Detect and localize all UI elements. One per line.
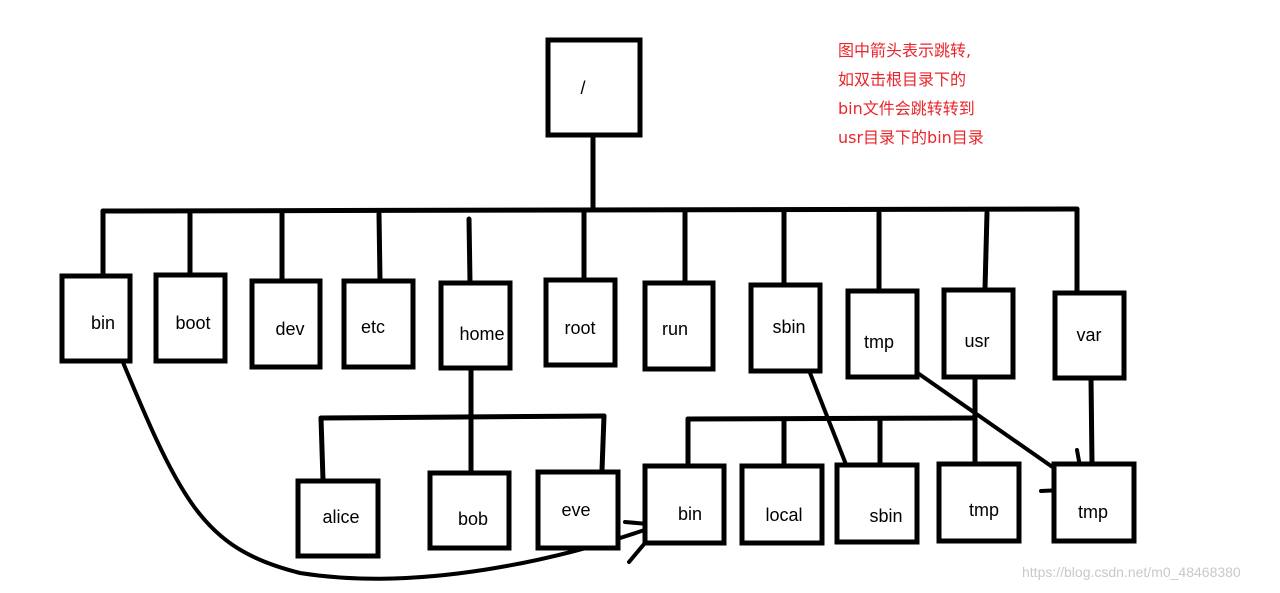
directory-boxes: / bin boot dev etc home root run sbin tmp usr var al…	[59, 37, 1137, 559]
dir-box-tmp	[845, 288, 920, 380]
dir-label-tmp: tmp	[864, 332, 894, 352]
dir-label-run: run	[662, 319, 688, 339]
dir-label-usr-sbin: sbin	[869, 506, 902, 526]
dir-label-usr-bin: bin	[678, 504, 702, 524]
dir-box-alice	[295, 478, 381, 559]
dir-label-var-tmp: tmp	[1078, 502, 1108, 522]
tree-connectors	[100, 133, 1095, 483]
dir-label-eve: eve	[561, 500, 590, 520]
annotation-note: 图中箭头表示跳转, 如双击根目录下的 bin文件会跳转转到 usr目录下的bin…	[838, 36, 984, 152]
dir-label-usr-tmp: tmp	[969, 500, 999, 520]
dir-box-sbin	[748, 282, 823, 374]
note-line-4: usr目录下的bin目录	[838, 128, 984, 147]
dir-label-bob: bob	[458, 509, 488, 529]
dir-box-bob	[427, 470, 512, 551]
dir-box-bin	[59, 273, 133, 364]
note-line-2: 如双击根目录下的	[838, 70, 967, 89]
watermark: https://blog.csdn.net/m0_48468380	[1022, 564, 1241, 580]
dir-label-sbin: sbin	[772, 317, 805, 337]
dir-box-dev	[249, 278, 323, 370]
note-line-3: bin文件会跳转转到	[838, 99, 975, 118]
dir-label-root: root	[564, 318, 595, 338]
dir-label-boot: boot	[175, 313, 210, 333]
dir-label-bin: bin	[91, 313, 115, 333]
dir-label-usr-local: local	[765, 505, 802, 525]
dir-box-var	[1052, 290, 1127, 381]
dir-box-usr-bin	[642, 463, 727, 546]
note-line-1: 图中箭头表示跳转,	[838, 41, 972, 60]
dir-box-boot	[153, 272, 228, 364]
dir-label-var: var	[1076, 325, 1101, 345]
dir-box-etc	[341, 278, 416, 370]
dir-box-home	[438, 280, 513, 371]
dir-label-usr: usr	[964, 331, 989, 351]
dir-box-eve	[535, 469, 621, 551]
dir-box-var-tmp	[1051, 461, 1137, 544]
dir-box-usr-sbin	[834, 462, 920, 545]
dir-label-etc: etc	[361, 317, 385, 337]
dir-label-home: home	[459, 324, 504, 344]
dir-box-usr	[941, 287, 1016, 380]
dir-label-alice: alice	[322, 507, 359, 527]
jump-arrow-bin	[110, 334, 658, 581]
dir-box-usr-local	[739, 463, 825, 546]
dir-label-root: /	[580, 78, 585, 98]
dir-label-dev: dev	[275, 319, 304, 339]
dir-box-usr-tmp	[936, 461, 1022, 544]
dir-box-run	[642, 280, 716, 372]
dir-box-root	[543, 277, 618, 368]
dir-box-root	[545, 37, 643, 138]
